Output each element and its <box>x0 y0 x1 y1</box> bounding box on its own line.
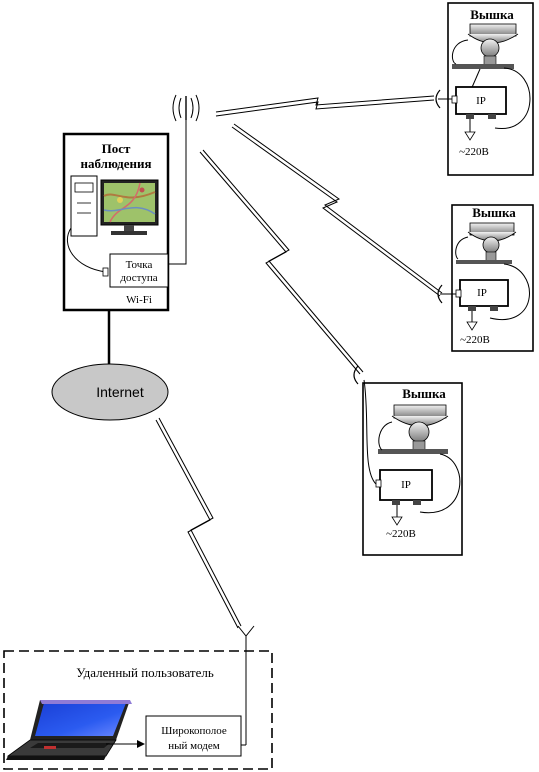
tower-2-title: Вышка <box>472 205 516 220</box>
wireless-links <box>155 95 443 629</box>
internet-label: Internet <box>96 384 144 400</box>
tower-1-camera-icon <box>452 23 519 69</box>
tower-3-power-label: ~220В <box>386 528 416 540</box>
remote-user-title: Удаленный пользователь <box>76 665 214 680</box>
remote-user-area: Удаленный пользователь Широкополое ный м… <box>3 625 273 770</box>
monitor-map-icon <box>100 179 159 235</box>
internet-cloud: Internet <box>51 363 169 421</box>
laptop-icon <box>6 700 132 760</box>
tower-1-device-label: IP <box>476 95 486 107</box>
post-title-line2: наблюдения <box>80 156 151 171</box>
modem-label-line2: ный модем <box>168 740 220 752</box>
tower-3-camera-icon <box>378 404 449 454</box>
tower-1-power-label: ~220В <box>459 146 489 158</box>
tower-1-antenna-icon <box>435 89 441 109</box>
access-point-line2: доступа <box>120 272 157 284</box>
tower-3-device-label: IP <box>401 479 411 491</box>
tower-2: Вышка IP ~220В <box>437 204 534 352</box>
tower-3: Вышка IP ~220В <box>353 365 463 556</box>
tower-1: Вышка IP ~220В <box>435 2 534 176</box>
modem-label-line1: Широкополое <box>161 725 227 737</box>
tower-2-camera-icon <box>456 222 517 264</box>
tower-1-title: Вышка <box>470 7 514 22</box>
wifi-antenna-icon <box>172 94 200 122</box>
observation-post: Пост наблюдения Точка доступа Wi-F <box>62 112 187 312</box>
tower-2-power-label: ~220В <box>460 334 490 346</box>
tower-3-title: Вышка <box>402 386 446 401</box>
tower-2-device-label: IP <box>477 287 487 299</box>
modem-antenna-icon <box>237 625 255 637</box>
computer-tower-icon <box>70 175 98 237</box>
access-point-line1: Точка <box>126 259 153 271</box>
tower-3-antenna-icon <box>353 365 359 385</box>
tower-2-antenna-icon <box>437 284 443 304</box>
wifi-label: Wi-Fi <box>126 294 152 306</box>
post-title-line1: Пост <box>102 141 131 156</box>
